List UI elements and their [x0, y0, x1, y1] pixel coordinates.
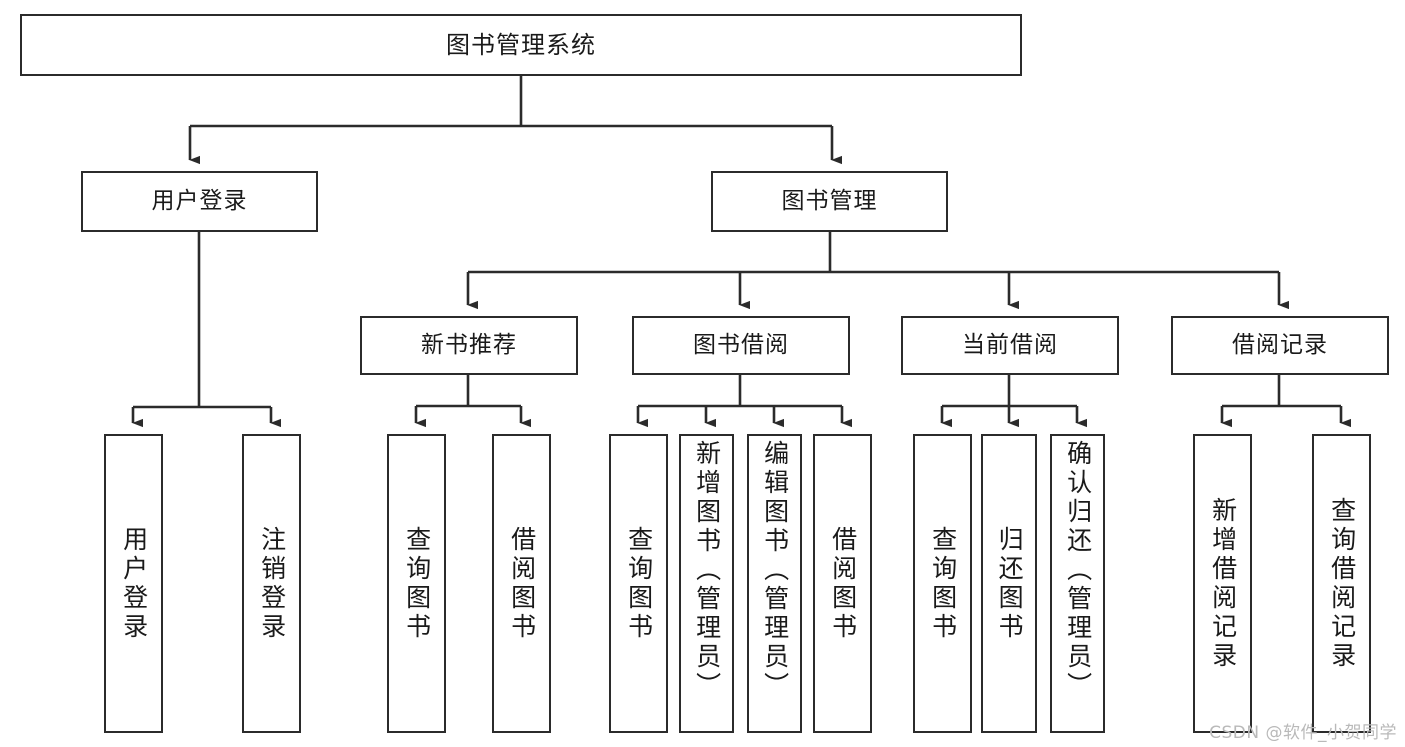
- node-leaf-return-book[interactable]: 归还图书: [981, 434, 1037, 733]
- node-leaf-user-login-label: 用户登录: [119, 525, 149, 642]
- node-borrow-record[interactable]: 借阅记录: [1171, 316, 1389, 375]
- node-leaf-borrow-book-b-label: 借阅图书: [828, 525, 858, 642]
- node-root[interactable]: 图书管理系统: [20, 14, 1022, 76]
- node-new-book-rec[interactable]: 新书推荐: [360, 316, 578, 375]
- node-user-login-label: 用户登录: [151, 187, 248, 214]
- node-book-manage-label: 图书管理: [781, 187, 878, 214]
- node-leaf-add-book[interactable]: 新增图书（管理员）: [679, 434, 734, 733]
- node-leaf-query-record-label: 查询借阅记录: [1327, 496, 1357, 671]
- node-leaf-add-record[interactable]: 新增借阅记录: [1193, 434, 1252, 733]
- node-borrow-record-label: 借阅记录: [1232, 331, 1328, 358]
- node-leaf-add-record-label: 新增借阅记录: [1208, 496, 1238, 671]
- node-leaf-user-login[interactable]: 用户登录: [104, 434, 163, 733]
- node-leaf-borrow-book-b[interactable]: 借阅图书: [813, 434, 872, 733]
- node-leaf-query-book-b[interactable]: 查询图书: [609, 434, 668, 733]
- node-root-label: 图书管理系统: [446, 30, 596, 59]
- node-new-book-rec-label: 新书推荐: [421, 331, 517, 358]
- node-leaf-logout-label: 注销登录: [257, 525, 287, 642]
- node-leaf-confirm-return[interactable]: 确认归还（管理员）: [1050, 434, 1105, 733]
- node-book-borrow[interactable]: 图书借阅: [632, 316, 850, 375]
- node-user-login[interactable]: 用户登录: [81, 171, 318, 232]
- node-leaf-query-book-a-label: 查询图书: [402, 525, 432, 642]
- node-leaf-borrow-book-a-label: 借阅图书: [507, 525, 537, 642]
- node-leaf-borrow-book-a[interactable]: 借阅图书: [492, 434, 551, 733]
- node-leaf-query-book-c[interactable]: 查询图书: [913, 434, 972, 733]
- node-book-borrow-label: 图书借阅: [693, 331, 789, 358]
- watermark-text: CSDN @软件_小贺同学: [1209, 723, 1397, 743]
- node-leaf-edit-book[interactable]: 编辑图书（管理员）: [747, 434, 802, 733]
- node-leaf-query-book-a[interactable]: 查询图书: [387, 434, 446, 733]
- node-leaf-edit-book-label: 编辑图书（管理员）: [760, 440, 790, 701]
- node-leaf-logout[interactable]: 注销登录: [242, 434, 301, 733]
- node-current-borrow[interactable]: 当前借阅: [901, 316, 1119, 375]
- node-leaf-query-book-c-label: 查询图书: [928, 525, 958, 642]
- node-leaf-query-book-b-label: 查询图书: [624, 525, 654, 642]
- node-current-borrow-label: 当前借阅: [962, 331, 1058, 358]
- node-book-manage[interactable]: 图书管理: [711, 171, 948, 232]
- node-leaf-confirm-return-label: 确认归还（管理员）: [1063, 440, 1093, 701]
- node-leaf-return-book-label: 归还图书: [995, 525, 1025, 642]
- node-leaf-query-record[interactable]: 查询借阅记录: [1312, 434, 1371, 733]
- node-leaf-add-book-label: 新增图书（管理员）: [692, 440, 722, 701]
